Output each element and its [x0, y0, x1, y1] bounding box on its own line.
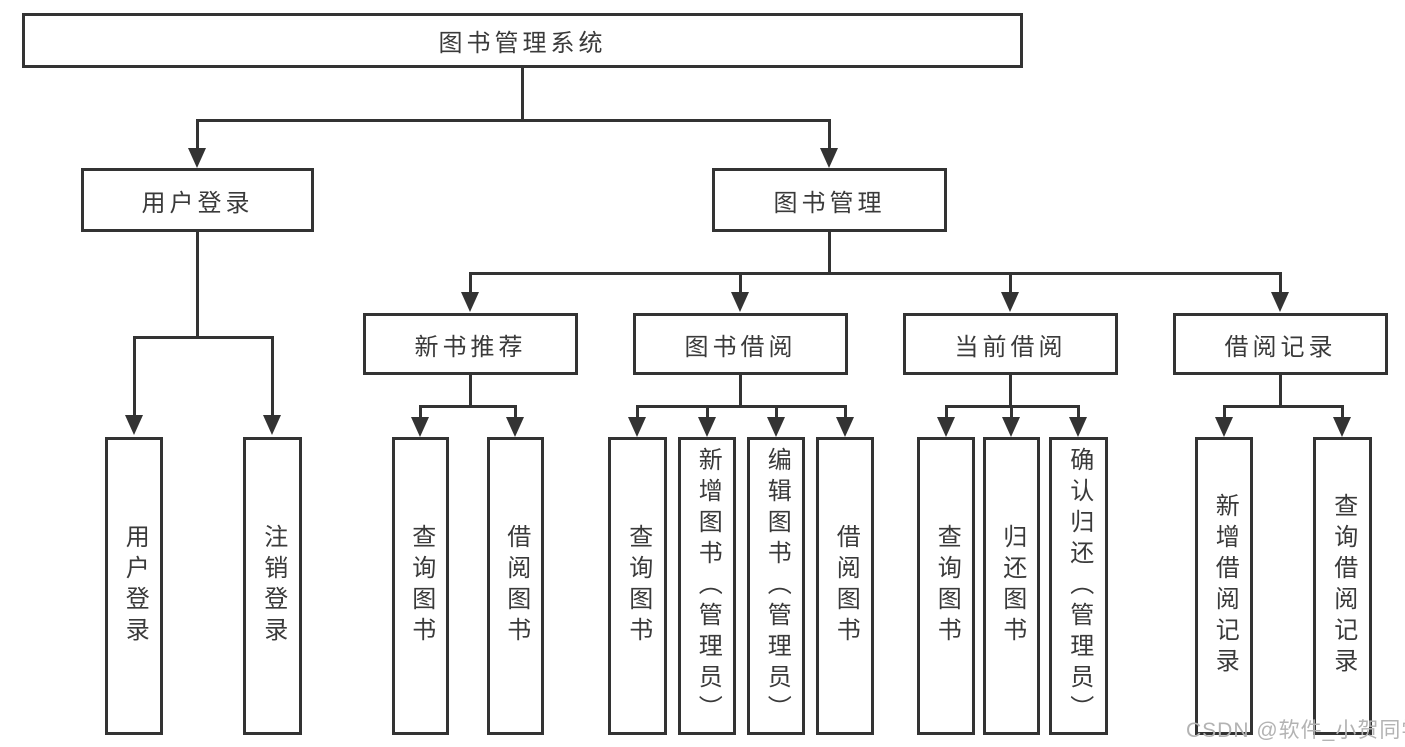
- connector-drop-leaf: [1223, 405, 1226, 419]
- leaf-borrow-query-book: 查询图书: [608, 437, 667, 735]
- leaf-borrow-book: 借阅图书: [816, 437, 874, 735]
- connector-drop-book-mgmt: [828, 119, 831, 150]
- connector-drop-leaf: [844, 405, 847, 419]
- leaf-query-borrow-record-label: 查询借阅记录: [1329, 493, 1357, 679]
- connector-trunk: [739, 375, 742, 408]
- arrow-down-icon: [937, 417, 955, 437]
- connector-drop-leaf: [775, 405, 778, 419]
- leaf-edit-book-admin: 编辑图书（管理员）: [747, 437, 805, 735]
- node-new-book-recommend-label: 新书推荐: [414, 333, 527, 361]
- connector-drop-leaf: [1010, 405, 1013, 419]
- arrow-down-icon: [506, 417, 524, 437]
- arrow-down-icon: [767, 417, 785, 437]
- leaf-recommend-query-book: 查询图书: [392, 437, 449, 735]
- leaf-user-login-label: 用户登录: [121, 524, 149, 648]
- arrow-down-icon: [1333, 417, 1351, 437]
- connector-drop-leaf: [514, 405, 517, 419]
- connector-drop-current-borrow: [1009, 272, 1012, 294]
- arrow-down-icon: [411, 417, 429, 437]
- arrow-down-icon: [461, 292, 479, 312]
- arrow-down-icon: [820, 148, 838, 168]
- leaf-add-borrow-record: 新增借阅记录: [1195, 437, 1253, 735]
- arrow-down-icon: [125, 415, 143, 435]
- connector-trunk: [1279, 375, 1282, 408]
- connector-drop-leaf: [1077, 405, 1080, 419]
- node-current-borrow: 当前借阅: [903, 313, 1118, 375]
- leaf-current-query-book: 查询图书: [917, 437, 975, 735]
- leaf-recommend-query-book-label: 查询图书: [407, 524, 435, 648]
- connector-branch: [419, 405, 517, 408]
- connector-root-trunk: [521, 68, 524, 122]
- leaf-query-borrow-record: 查询借阅记录: [1313, 437, 1372, 735]
- connector-branch: [636, 405, 846, 408]
- arrow-down-icon: [628, 417, 646, 437]
- leaf-confirm-return-admin: 确认归还（管理员）: [1049, 437, 1108, 735]
- connector-user-login-branch: [133, 336, 274, 339]
- arrow-down-icon: [698, 417, 716, 437]
- leaf-recommend-borrow-book-label: 借阅图书: [502, 524, 530, 648]
- leaf-borrow-book-label: 借阅图书: [832, 524, 860, 648]
- connector-book-mgmt-trunk: [828, 232, 831, 275]
- arrow-down-icon: [836, 417, 854, 437]
- connector-drop-leaf: [271, 336, 274, 417]
- connector-drop-book-borrow: [739, 272, 742, 294]
- node-current-borrow-label: 当前借阅: [954, 333, 1067, 361]
- arrow-down-icon: [1215, 417, 1233, 437]
- leaf-add-book-admin: 新增图书（管理员）: [678, 437, 736, 735]
- connector-trunk: [469, 375, 472, 408]
- arrow-down-icon: [263, 415, 281, 435]
- leaf-add-book-admin-label: 新增图书（管理员）: [694, 446, 722, 726]
- connector-level3-branch: [469, 272, 1281, 275]
- connector-drop-leaf: [419, 405, 422, 419]
- connector-drop-leaf: [133, 336, 136, 417]
- csdn-watermark: CSDN @软件_小贺同学: [1186, 719, 1405, 742]
- leaf-borrow-query-book-label: 查询图书: [624, 524, 652, 648]
- connector-drop-leaf: [1341, 405, 1344, 419]
- arrow-down-icon: [1001, 292, 1019, 312]
- arrow-down-icon: [1002, 417, 1020, 437]
- node-book-mgmt-label: 图书管理: [773, 189, 886, 217]
- node-user-login: 用户登录: [81, 168, 314, 232]
- arrow-down-icon: [1069, 417, 1087, 437]
- connector-drop-user-login: [196, 119, 199, 150]
- node-borrow-records: 借阅记录: [1173, 313, 1388, 375]
- node-user-login-label: 用户登录: [141, 189, 254, 217]
- node-root: 图书管理系统: [22, 13, 1023, 68]
- connector-drop-leaf: [945, 405, 948, 419]
- leaf-logout: 注销登录: [243, 437, 302, 735]
- node-book-borrow: 图书借阅: [633, 313, 848, 375]
- leaf-current-query-book-label: 查询图书: [933, 524, 961, 648]
- connector-user-login-trunk: [196, 232, 199, 339]
- connector-level1-branch: [196, 119, 830, 122]
- leaf-return-book: 归还图书: [983, 437, 1040, 735]
- node-borrow-records-label: 借阅记录: [1224, 333, 1337, 361]
- connector-drop-leaf: [706, 405, 709, 419]
- node-root-label: 图书管理系统: [438, 30, 607, 57]
- leaf-edit-book-admin-label: 编辑图书（管理员）: [763, 446, 791, 726]
- arrow-down-icon: [731, 292, 749, 312]
- connector-drop-new-book: [469, 272, 472, 294]
- leaf-user-login: 用户登录: [105, 437, 163, 735]
- node-book-borrow-label: 图书借阅: [684, 333, 797, 361]
- leaf-logout-label: 注销登录: [259, 524, 287, 648]
- node-book-mgmt: 图书管理: [712, 168, 947, 232]
- connector-branch: [1223, 405, 1343, 408]
- leaf-confirm-return-admin-label: 确认归还（管理员）: [1065, 446, 1093, 726]
- leaf-add-borrow-record-label: 新增借阅记录: [1211, 493, 1239, 679]
- arrow-down-icon: [1271, 292, 1289, 312]
- leaf-return-book-label: 归还图书: [998, 524, 1026, 648]
- leaf-recommend-borrow-book: 借阅图书: [487, 437, 544, 735]
- connector-drop-leaf: [636, 405, 639, 419]
- connector-trunk: [1009, 375, 1012, 408]
- arrow-down-icon: [188, 148, 206, 168]
- connector-drop-borrow-records: [1279, 272, 1282, 294]
- node-new-book-recommend: 新书推荐: [363, 313, 578, 375]
